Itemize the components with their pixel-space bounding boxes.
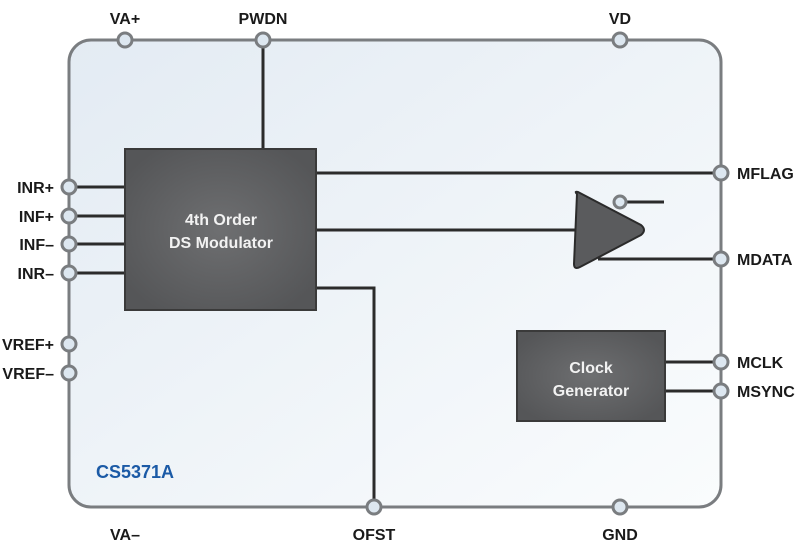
pin-pwdn	[254, 31, 272, 49]
label-vref-minus: VREF–	[2, 366, 54, 383]
pin-vd	[611, 31, 629, 49]
label-mclk: MCLK	[737, 355, 784, 372]
label-mdata: MDATA	[737, 252, 793, 269]
pins	[60, 31, 730, 516]
label-inr-minus: INR–	[18, 266, 55, 283]
pin-mflag	[712, 164, 730, 182]
label-msync: MSYNC	[737, 384, 795, 401]
pin-msync	[712, 382, 730, 400]
pin-gnd	[611, 498, 629, 516]
label-inf-plus: INF+	[19, 209, 54, 226]
label-inf-minus: INF–	[19, 237, 54, 254]
clock-label-line1: Clock	[569, 360, 613, 377]
wires	[69, 40, 721, 507]
label-vref-plus: VREF+	[2, 337, 54, 354]
pin-inr-plus	[60, 178, 78, 196]
label-mflag: MFLAG	[737, 166, 794, 183]
pin-va-plus	[116, 31, 134, 49]
modulator-label-line2: DS Modulator	[169, 235, 273, 252]
buffer-enable-pin	[612, 194, 628, 210]
pin-inr-minus	[60, 264, 78, 282]
label-vd: VD	[609, 11, 631, 28]
pin-vref-minus	[60, 364, 78, 382]
label-va-minus: VA–	[110, 527, 140, 544]
part-number: CS5371A	[96, 462, 174, 482]
label-va-plus: VA+	[110, 11, 140, 28]
pin-vref-plus	[60, 335, 78, 353]
label-gnd: GND	[602, 527, 638, 544]
ds-modulator-block	[124, 148, 317, 311]
output-buffer-triangle-icon	[573, 190, 645, 269]
clock-label-line2: Generator	[553, 383, 629, 400]
pin-mclk	[712, 353, 730, 371]
label-inr-plus: INR+	[17, 180, 54, 197]
modulator-label-line1: 4th Order	[185, 212, 257, 229]
label-ofst: OFST	[353, 527, 396, 544]
pin-ofst	[365, 498, 383, 516]
label-pwdn: PWDN	[239, 11, 288, 28]
clock-generator-block	[516, 330, 666, 422]
pin-inf-plus	[60, 207, 78, 225]
pin-mdata	[712, 250, 730, 268]
pin-inf-minus	[60, 235, 78, 253]
